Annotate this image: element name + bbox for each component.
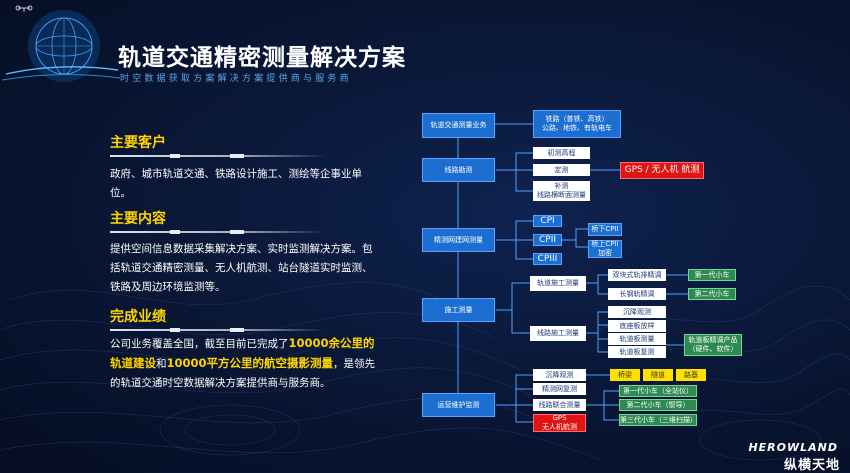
node-line-construction: 线路施工测量 bbox=[530, 326, 586, 341]
brand-logo-en: HEROWLAND bbox=[748, 441, 838, 454]
route-item-final-survey: 定测 bbox=[533, 164, 590, 176]
ops-item-network-recheck: 精测网复测 bbox=[533, 383, 586, 395]
node-root-detail: 铁路（普铁、高铁） 公路、地铁、有轨电车 bbox=[533, 110, 621, 138]
drone-icon bbox=[15, 5, 33, 12]
car-gen3-3d-scan: 第三代小车（三维扫描） bbox=[619, 414, 697, 426]
ops-item-gps-uav: GPS 无人机航测 bbox=[533, 414, 586, 432]
ops-item-settlement: 沉降观测 bbox=[533, 369, 586, 381]
customers-heading: 主要客户 bbox=[110, 135, 166, 151]
node-track-construction: 轨道施工测量 bbox=[530, 276, 586, 291]
page-subtitle: 时空数据获取方案解决方案提供商与服务商 bbox=[120, 74, 352, 84]
brand-logo-cn: 纵横天地 bbox=[783, 458, 840, 473]
line-item-settlement: 沉降观测 bbox=[608, 306, 666, 318]
node-route: 线路勘测 bbox=[422, 158, 495, 182]
content-text: 提供空间信息数据采集解决方案、实时监测解决方案。包括轨道交通精密测量、无人机航测… bbox=[110, 243, 373, 293]
node-root: 轨道交通测量业务 bbox=[422, 113, 495, 138]
car-gen2-inertial: 第二代小车（惯导） bbox=[619, 399, 697, 411]
ops-item-joint-survey: 线路联合测量 bbox=[533, 399, 586, 411]
track-item-long-rail: 长钢轨精调 bbox=[608, 288, 666, 300]
node-cpiii: CPIII bbox=[533, 253, 562, 265]
page-title: 轨道交通精密测量解决方案 bbox=[118, 45, 406, 71]
results-underline bbox=[110, 328, 326, 332]
target-tunnel: 隧道 bbox=[643, 369, 673, 381]
line-item-slab-remeasure: 轨道板复测 bbox=[608, 346, 666, 358]
globe-emblem bbox=[1, 10, 121, 82]
slab-adjust-product: 轨道板精调产品 （硬件、软件） bbox=[684, 334, 742, 356]
customers-text: 政府、城市轨道交通、铁路设计施工、测绘等企事业单位。 bbox=[110, 168, 362, 199]
car-gen2-a: 第二代小车 bbox=[688, 288, 736, 300]
car-gen1-a: 第一代小车 bbox=[688, 269, 736, 281]
track-item-twin-block: 双块式轨排精调 bbox=[608, 269, 666, 281]
route-item-initial-leveling: 初测高程 bbox=[533, 147, 590, 159]
cpii-on-bridge: 桥上CPII 加密 bbox=[588, 240, 622, 258]
target-subgrade: 路基 bbox=[676, 369, 706, 381]
node-control-network: 精测网建网测量 bbox=[422, 228, 495, 252]
route-item-supplementary: 补测 线路横断面测量 bbox=[533, 181, 590, 201]
line-item-base-layout: 底座板放样 bbox=[608, 320, 666, 332]
gps-uav-survey: GPS / 无人机 航测 bbox=[620, 162, 704, 179]
cpii-under-bridge: 桥下CPII bbox=[588, 223, 622, 236]
line-item-slab-measure: 轨道板测量 bbox=[608, 333, 666, 345]
content-heading: 主要内容 bbox=[110, 211, 166, 227]
node-cpii: CPII bbox=[533, 234, 562, 246]
customers-underline bbox=[110, 154, 326, 158]
car-gen1-total-station: 第一代小车（全站仪） bbox=[619, 385, 697, 397]
node-construction: 施工测量 bbox=[422, 298, 495, 322]
target-bridge: 桥梁 bbox=[610, 369, 640, 381]
node-cpi: CPI bbox=[533, 215, 562, 227]
content-underline bbox=[110, 230, 326, 234]
results-text: 公司业务覆盖全国，截至目前已完成了10000余公里的轨道建设和10000平方公里… bbox=[110, 336, 376, 389]
results-heading: 完成业绩 bbox=[110, 309, 166, 325]
topographic-lines bbox=[0, 282, 850, 461]
node-operation-maintenance: 运营维护监测 bbox=[422, 393, 495, 417]
